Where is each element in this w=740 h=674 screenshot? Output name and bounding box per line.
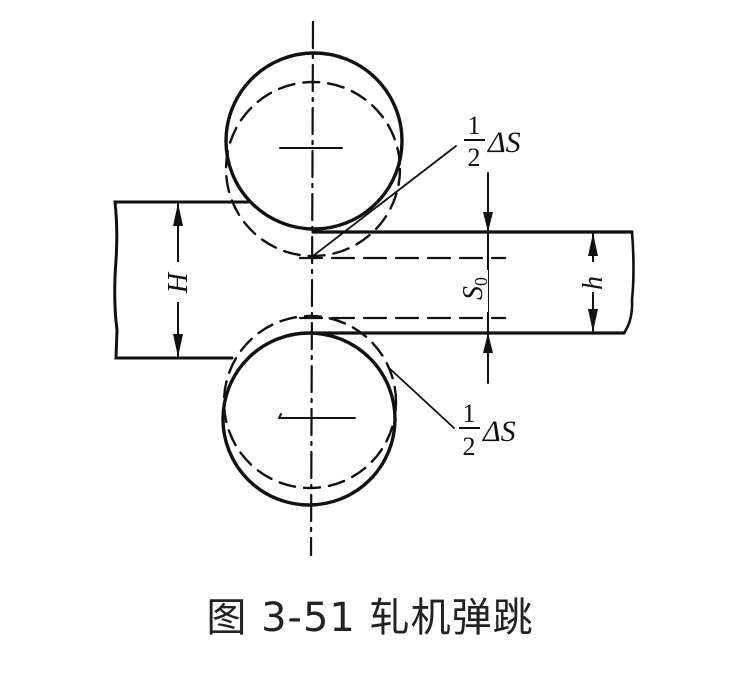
strip-entry — [113, 200, 250, 360]
svg-text:1: 1 — [468, 111, 481, 140]
lower-roll-loaded — [221, 331, 397, 507]
h-arrow-down — [588, 309, 598, 332]
strip-exit-end — [622, 230, 635, 335]
lower-roll-unloaded — [222, 314, 398, 490]
h-arrow-up — [588, 233, 598, 256]
label-S0: S0 — [458, 277, 491, 300]
s0-arrow-up — [483, 333, 493, 353]
svg-text:ΔS: ΔS — [487, 126, 521, 159]
upper-roll-loaded — [224, 51, 404, 231]
svg-text:2: 2 — [468, 143, 481, 172]
H-arrow-down — [173, 334, 183, 357]
upper-deflection-label: 1 2 ΔS — [464, 111, 521, 172]
label-h: h — [578, 276, 609, 290]
svg-text:ΔS: ΔS — [482, 415, 516, 448]
H-arrow-up — [173, 203, 183, 226]
upper-deflection-leader — [312, 145, 457, 257]
label-H: H — [163, 271, 194, 294]
centerline — [309, 20, 315, 557]
lower-roll-center-mark — [278, 413, 356, 419]
svg-text:2: 2 — [463, 432, 476, 461]
s0-arrow-down — [483, 212, 493, 232]
figure-caption: 图 3-51 轧机弹跳 — [206, 595, 534, 641]
lower-deflection-label: 1 2 ΔS — [459, 399, 516, 461]
lower-deflection-leader — [387, 366, 455, 429]
svg-text:1: 1 — [463, 399, 476, 428]
